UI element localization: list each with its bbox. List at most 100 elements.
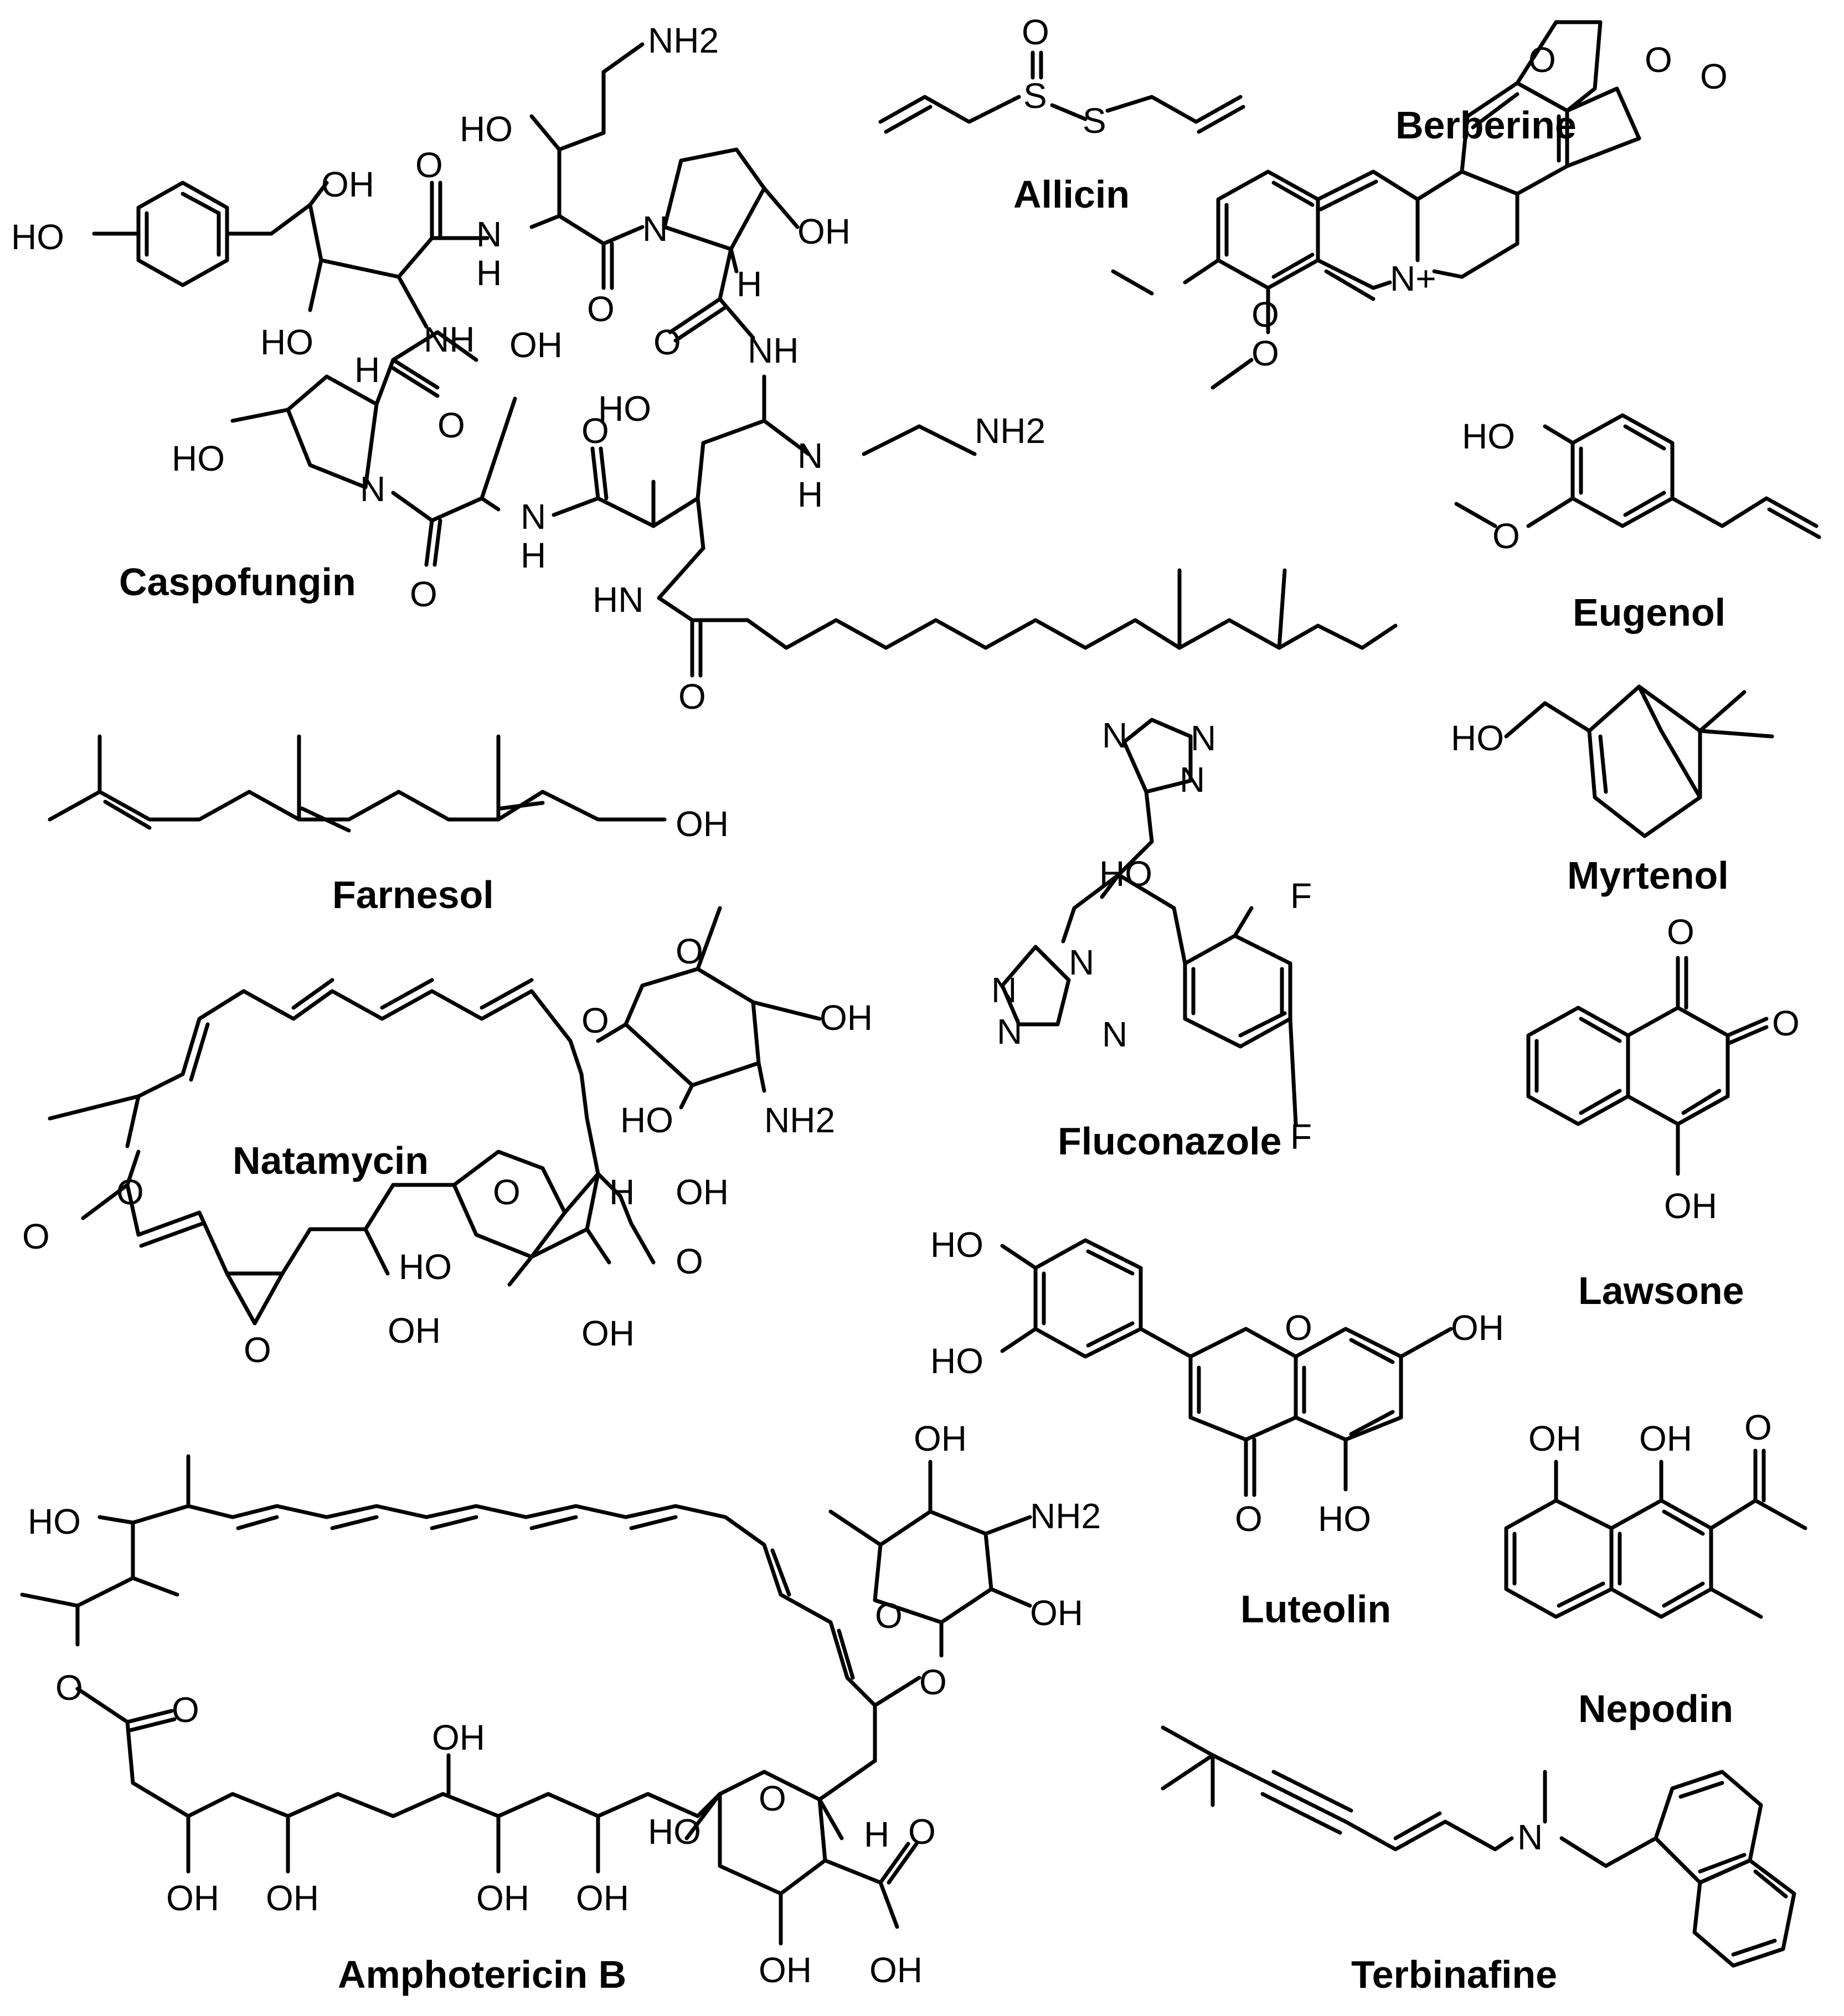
amph-oh-chain1: OH bbox=[432, 1718, 485, 1757]
caspo-n-1: N bbox=[642, 209, 668, 249]
amph-o-glyco: O bbox=[919, 1662, 947, 1702]
terbinafine-label: Terbinafine bbox=[1351, 1953, 1557, 1996]
berberine-o2: O bbox=[1528, 40, 1556, 80]
luteolin-structure: HO HO O OH O HO Luteolin bbox=[930, 1225, 1504, 1631]
nepodin-o: O bbox=[1744, 1407, 1772, 1447]
caspo-ho-3: HO bbox=[598, 389, 651, 429]
lut-oh1: OH bbox=[1451, 1308, 1504, 1348]
lut-ho1: HO bbox=[930, 1225, 983, 1265]
eugenol-structure: HO O Eugenol bbox=[1454, 413, 1821, 634]
caspo-n-2: N bbox=[476, 214, 502, 254]
luteolin-label: Luteolin bbox=[1240, 1587, 1391, 1631]
nata-cooh-oh: OH bbox=[676, 1172, 729, 1212]
flu-n1: N bbox=[1102, 715, 1127, 755]
nata-ho: HO bbox=[620, 1100, 673, 1140]
caspo-o-3: O bbox=[653, 322, 681, 362]
lut-ho3: HO bbox=[1318, 1499, 1371, 1539]
amph-oh-sugar1: OH bbox=[914, 1419, 967, 1458]
natamycin-structure: O O OH HO NH2 O O O H OH O HO OH OH O Na… bbox=[22, 906, 873, 1370]
caspo-o-2: O bbox=[415, 145, 443, 185]
nepodin-label: Nepodin bbox=[1578, 1687, 1733, 1730]
caspo-h-5: H bbox=[521, 535, 546, 575]
natamycin-label: Natamycin bbox=[233, 1139, 429, 1182]
allicin-s2: S bbox=[1083, 101, 1106, 141]
amph-ho1: HO bbox=[28, 1502, 81, 1541]
amph-oh-pyran: OH bbox=[759, 1950, 812, 1990]
caspo-ho-4: HO bbox=[172, 439, 225, 478]
amph-nh2: NH2 bbox=[1030, 1496, 1101, 1536]
caspo-n-3: N bbox=[797, 436, 823, 476]
lut-o-carbonyl: O bbox=[1235, 1499, 1263, 1539]
nata-oh1: OH bbox=[820, 998, 873, 1038]
caspo-oh-3: OH bbox=[509, 325, 563, 365]
flu-n5: N bbox=[991, 970, 1017, 1010]
flu-n7: N bbox=[1102, 1014, 1127, 1054]
berberine-label: Berberine bbox=[1395, 104, 1577, 147]
amph-o-pyran: O bbox=[759, 1778, 786, 1818]
amph-oh-chain2: OH bbox=[166, 1878, 219, 1918]
terbinafine-structure: N Terbinafine bbox=[1161, 1725, 1796, 1996]
caspo-oh-1: OH bbox=[321, 164, 374, 204]
caspo-h-4: H bbox=[797, 475, 823, 514]
amph-oh-chain3: OH bbox=[266, 1878, 319, 1918]
flu-n2: N bbox=[1191, 718, 1216, 758]
caspo-o-5: O bbox=[581, 411, 609, 451]
caspo-o-1: O bbox=[587, 289, 615, 329]
nata-o-glyco: O bbox=[581, 1001, 609, 1040]
amph-h: H bbox=[864, 1814, 889, 1854]
berberine-o5: O bbox=[1251, 333, 1279, 373]
caspo-h-1: H bbox=[476, 253, 502, 293]
allicin-label: Allicin bbox=[1013, 173, 1130, 216]
flu-n3: N bbox=[1179, 760, 1205, 800]
caspo-ho-1: HO bbox=[460, 109, 513, 149]
nata-o-ester: O bbox=[116, 1172, 144, 1212]
caspo-oh-2: OH bbox=[797, 212, 851, 251]
caspo-n-5: N bbox=[521, 497, 546, 537]
farnesol-oh: OH bbox=[676, 804, 729, 844]
caspo-ho-phenol: HO bbox=[11, 217, 64, 257]
lawsone-o1: O bbox=[1667, 912, 1694, 952]
farnesol-label: Farnesol bbox=[332, 873, 494, 916]
nata-oh2: OH bbox=[388, 1311, 441, 1350]
nata-cooh-o: O bbox=[676, 1241, 703, 1281]
nata-o-epoxide: O bbox=[244, 1330, 271, 1370]
berberine-o3: O bbox=[1700, 56, 1728, 96]
caspo-hn: HN bbox=[593, 580, 643, 620]
caspo-o-6: O bbox=[410, 574, 437, 614]
amph-oh-chain5: OH bbox=[576, 1878, 629, 1918]
nata-o-pyran: O bbox=[493, 1172, 521, 1212]
nepodin-oh2: OH bbox=[1639, 1419, 1692, 1458]
caspo-h-2: H bbox=[736, 264, 762, 304]
fluconazole-label: Fluconazole bbox=[1058, 1120, 1281, 1163]
flu-ho: HO bbox=[1099, 854, 1152, 894]
amphotericin-b-structure: OH NH2 O OH O HO O O OH O HO H O OH OH O… bbox=[20, 1419, 1101, 1996]
caspo-n-4: N bbox=[360, 469, 385, 509]
amph-ho2: HO bbox=[648, 1812, 701, 1852]
allicin-structure: O S S Allicin bbox=[878, 12, 1245, 216]
caspo-nh2-top: NH2 bbox=[648, 20, 719, 60]
berberine-o1: O bbox=[1645, 40, 1672, 80]
caspofungin-structure: NH2 HO OH HO N OH N H O H O HO NH OH O N… bbox=[11, 20, 1398, 716]
caspofungin-label: Caspofungin bbox=[119, 560, 356, 604]
nata-ho2: HO bbox=[399, 1247, 452, 1287]
nata-h: H bbox=[609, 1172, 635, 1212]
eugenol-o: O bbox=[1492, 516, 1520, 556]
flu-n6: N bbox=[997, 1012, 1022, 1051]
amph-o-carbonyl: O bbox=[172, 1690, 199, 1730]
eugenol-ho: HO bbox=[1462, 416, 1515, 456]
lawsone-label: Lawsone bbox=[1578, 1269, 1744, 1312]
amph-o-sugar: O bbox=[875, 1596, 903, 1636]
lawsone-oh: OH bbox=[1664, 1186, 1717, 1226]
amph-o-ester: O bbox=[55, 1668, 83, 1708]
farnesol-structure: OH Farnesol bbox=[48, 734, 729, 916]
amph-cooh-oh: OH bbox=[869, 1950, 923, 1990]
amph-cooh-o: O bbox=[908, 1812, 936, 1852]
myrtenol-label: Myrtenol bbox=[1567, 854, 1729, 897]
nata-oh3: OH bbox=[581, 1313, 635, 1353]
lawsone-structure: O O OH Lawsone bbox=[1526, 912, 1800, 1312]
amph-oh-sugar2: OH bbox=[1030, 1593, 1083, 1633]
allicin-s1: S bbox=[1023, 76, 1047, 116]
eugenol-label: Eugenol bbox=[1573, 591, 1725, 634]
